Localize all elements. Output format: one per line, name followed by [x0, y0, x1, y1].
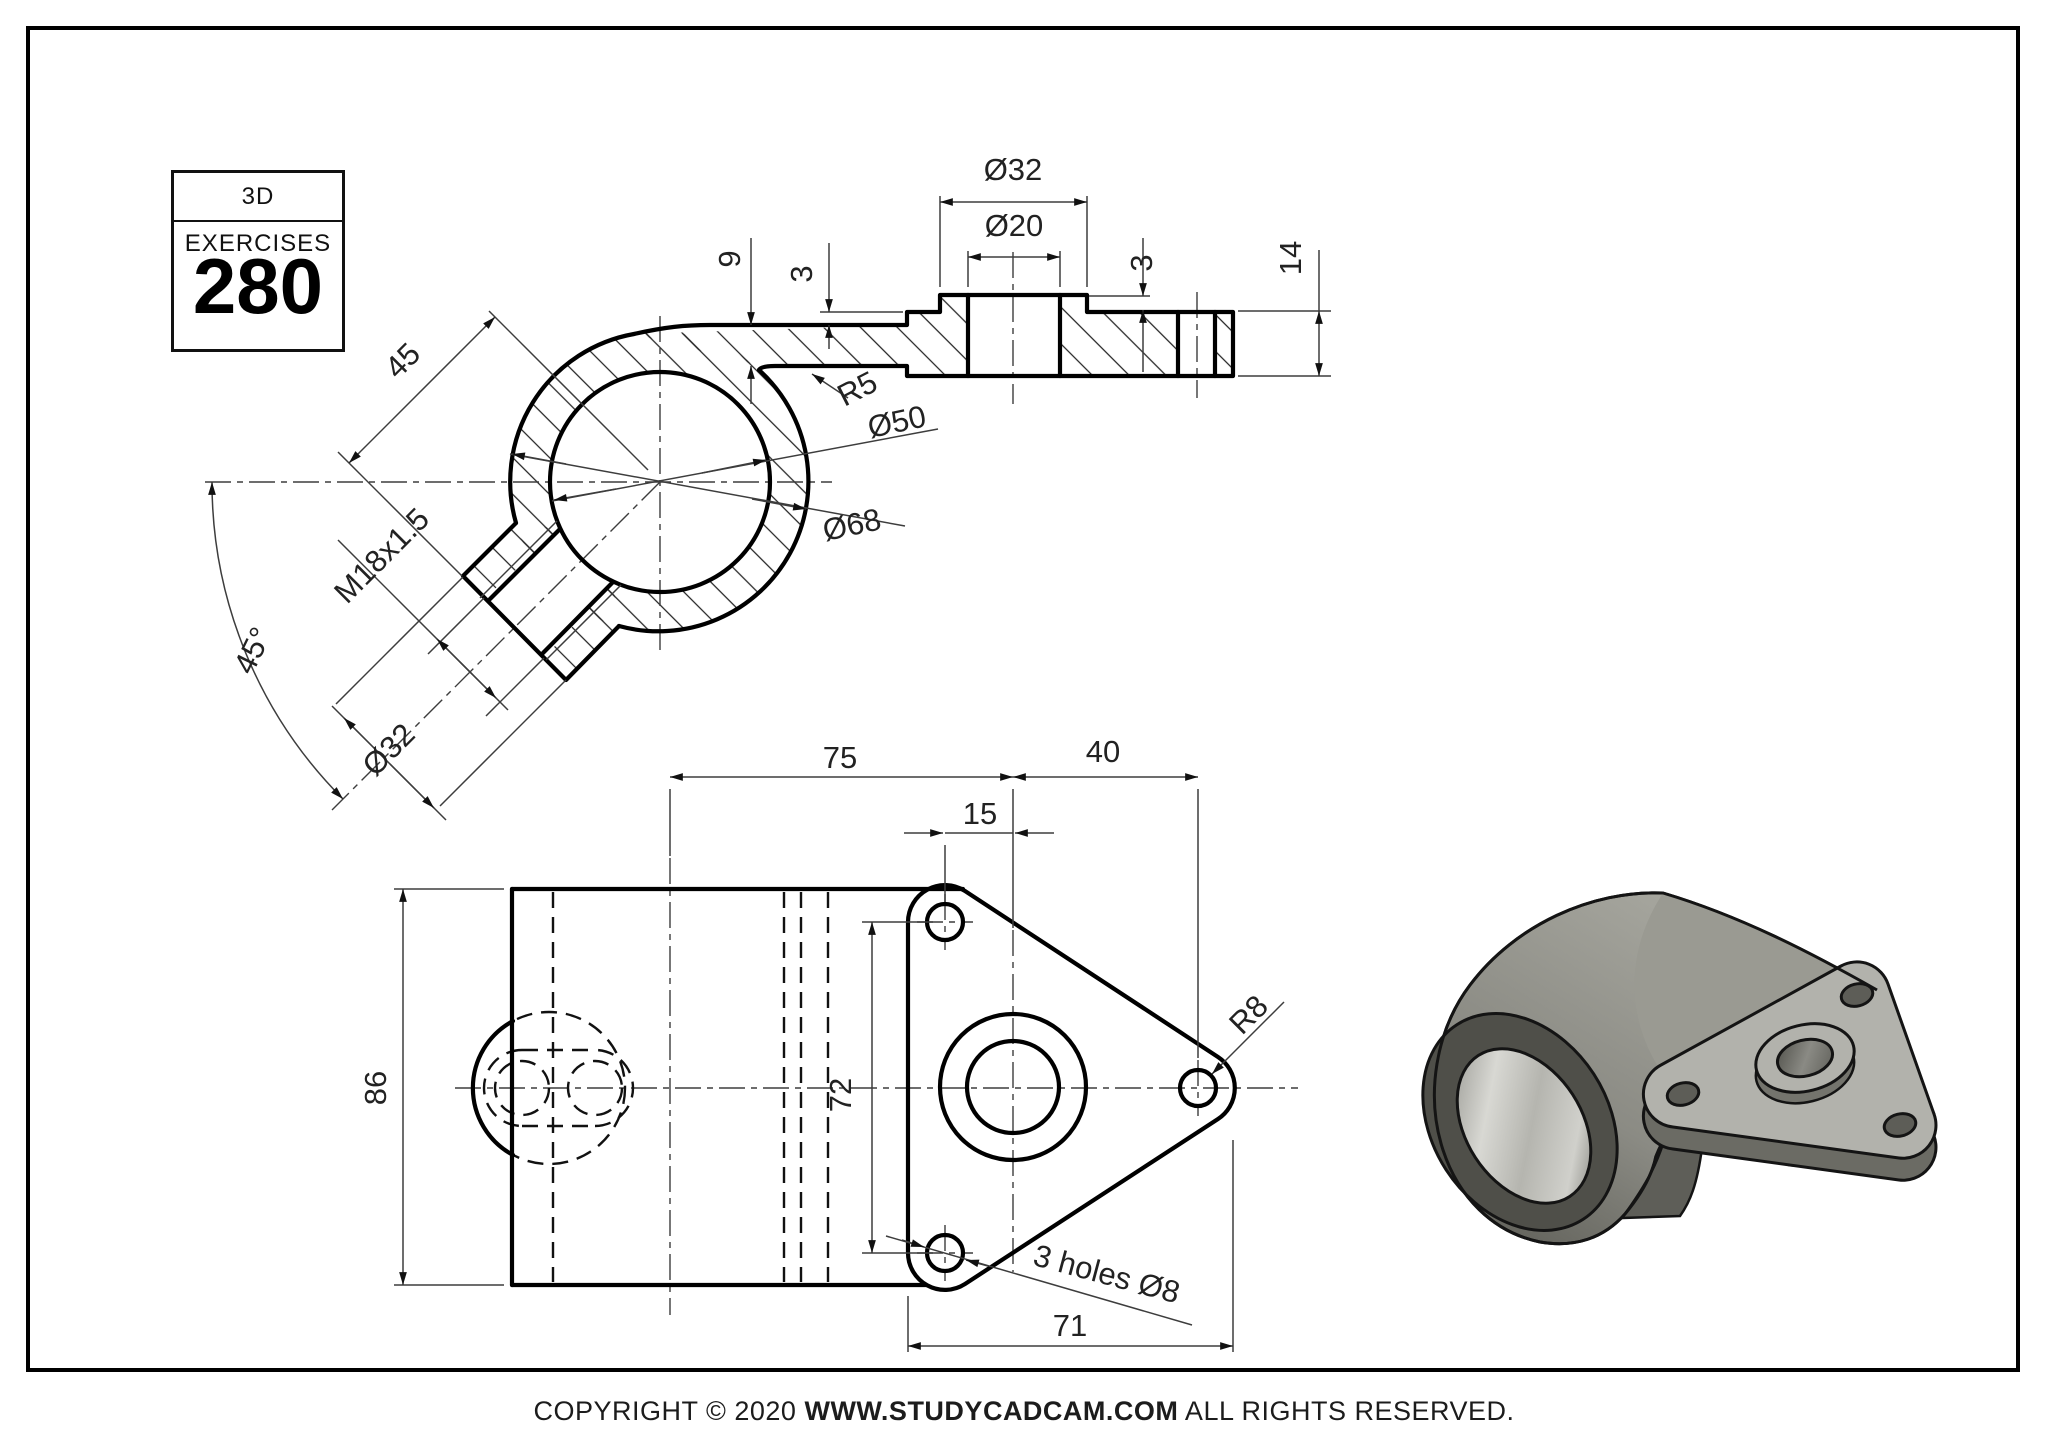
dim-hole-spacing: 72: [823, 1078, 858, 1112]
dim-outer-dia: Ø68: [820, 502, 885, 548]
bottom-view: 75 40 15 86 72 R8 3 holes Ø8 71: [358, 734, 1298, 1352]
bottom-outline: [470, 883, 1237, 1292]
dim-hole-offset: 15: [963, 796, 997, 831]
section-outline: [460, 292, 1236, 683]
dim-axis-to-hub: 75: [823, 740, 857, 775]
section-hatching: [463, 295, 1233, 680]
iso-hole-bottom: [1882, 1112, 1918, 1138]
dim-dia20: Ø20: [985, 208, 1044, 243]
iso-top-face: [1634, 893, 1877, 1095]
dim-dia32-top: Ø32: [984, 152, 1043, 187]
section-view: Ø32 Ø20 3 14 9 3 R5 Ø50 Ø68 45 M18x1.5 Ø…: [205, 152, 1331, 821]
series-label: 3D EXERCISES: [174, 173, 342, 257]
copyright-prefix: COPYRIGHT © 2020: [533, 1396, 805, 1426]
dim-boss-length: 45: [378, 336, 427, 385]
copyright-suffix: ALL RIGHTS RESERVED.: [1178, 1396, 1515, 1426]
dim-step-left: 3: [784, 265, 819, 282]
iso-hole-top: [1839, 982, 1875, 1008]
copyright-site: WWW.STUDYCADCAM.COM: [804, 1396, 1179, 1426]
dim-hub-to-hole: 40: [1086, 734, 1120, 769]
iso-bore: [1455, 1047, 1593, 1205]
dim-boss-angle: 45°: [227, 622, 279, 679]
dim-arm-thickness: 9: [712, 250, 747, 267]
dim-plate-width: 71: [1053, 1308, 1087, 1343]
dim-bore-dia: Ø50: [865, 399, 930, 445]
sheet-border: [26, 26, 2020, 1372]
dim-thread-spec: M18x1.5: [327, 501, 436, 610]
bottom-dimensions: 75 40 15 86 72 R8 3 holes Ø8 71: [358, 734, 1285, 1352]
dim-flange-thickness: 14: [1273, 241, 1308, 275]
copyright-line: COPYRIGHT © 2020 WWW.STUDYCADCAM.COM ALL…: [0, 1396, 2048, 1427]
dim-step-right: 3: [1124, 254, 1159, 271]
iso-outline-restroke: [1433, 891, 1878, 1246]
iso-boss-hole: [1775, 1037, 1835, 1079]
title-block: 3D EXERCISES 280: [171, 170, 345, 352]
bottom-hidden-lines: [471, 892, 830, 1282]
dim-threaded-boss-dia: Ø32: [355, 716, 421, 782]
dim-corner-radius: R8: [1222, 988, 1275, 1041]
isometric-view: [1421, 891, 1938, 1246]
exercise-number: 280: [192, 242, 324, 330]
iso-hole-left: [1665, 1081, 1701, 1107]
bottom-centerlines: [455, 858, 1298, 1315]
dim-body-length: 86: [358, 1071, 393, 1105]
dim-fillet-radius: R5: [832, 364, 883, 413]
dim-holes-note: 3 holes Ø8: [1030, 1238, 1184, 1311]
